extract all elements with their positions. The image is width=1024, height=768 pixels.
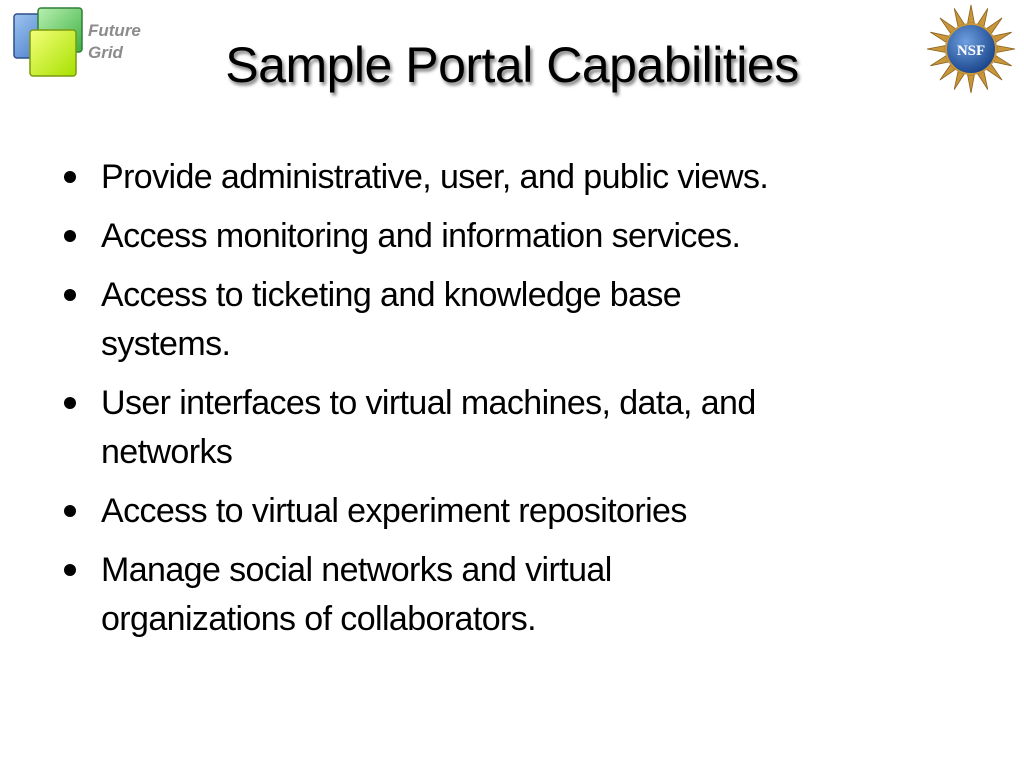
bullet-text-line: organizations of collaborators. — [101, 600, 537, 638]
futuregrid-logo-text-line-1: Future — [88, 21, 141, 40]
slide-title: Sample Portal Capabilities — [225, 37, 799, 93]
futuregrid-logo: Future Grid — [12, 6, 152, 82]
bullet-text-line: Access to virtual experiment repositorie… — [101, 492, 687, 530]
nsf-seal-ray — [977, 8, 989, 28]
bullet-item: Manage social networks and virtual organi… — [56, 546, 996, 644]
bullet-item: Access to ticketing and knowledge base sy… — [56, 271, 996, 369]
bullet-icon — [64, 289, 76, 301]
bullet-text-line: User interfaces to virtual machines, dat… — [101, 384, 756, 422]
bullet-text-line: Access to ticketing and knowledge base — [101, 276, 682, 314]
bullet-text-line: Provide administrative, user, and public… — [101, 158, 769, 196]
nsf-seal-icon: NSF — [926, 4, 1016, 94]
bullet-icon — [64, 397, 76, 409]
bullet-text-line: Access monitoring and information servic… — [101, 217, 741, 255]
futuregrid-logo-text: Future Grid — [88, 20, 141, 64]
bullet-icon — [64, 564, 76, 576]
bullet-item: Provide administrative, user, and public… — [56, 153, 996, 202]
nsf-seal-text: NSF — [957, 43, 985, 59]
nsf-seal-ray — [953, 8, 965, 28]
bullet-icon — [64, 505, 76, 517]
futuregrid-logo-text-line-2: Grid — [88, 43, 123, 62]
bullet-text-line: Manage social networks and virtual — [101, 551, 612, 589]
futuregrid-logo-icon — [13, 7, 83, 77]
bullet-item: Access monitoring and information servic… — [56, 212, 996, 261]
bullet-icon — [64, 171, 76, 183]
bullet-list: Provide administrative, user, and public… — [56, 153, 996, 654]
bullet-text-line: systems. — [101, 325, 231, 363]
nsf-seal-ray — [967, 4, 975, 24]
nsf-logo: NSF — [924, 2, 1018, 96]
bullet-item: User interfaces to virtual machines, dat… — [56, 379, 996, 477]
bullet-text-line: networks — [101, 433, 233, 471]
bullet-icon — [64, 230, 76, 242]
bullet-item: Access to virtual experiment repositorie… — [56, 487, 996, 536]
